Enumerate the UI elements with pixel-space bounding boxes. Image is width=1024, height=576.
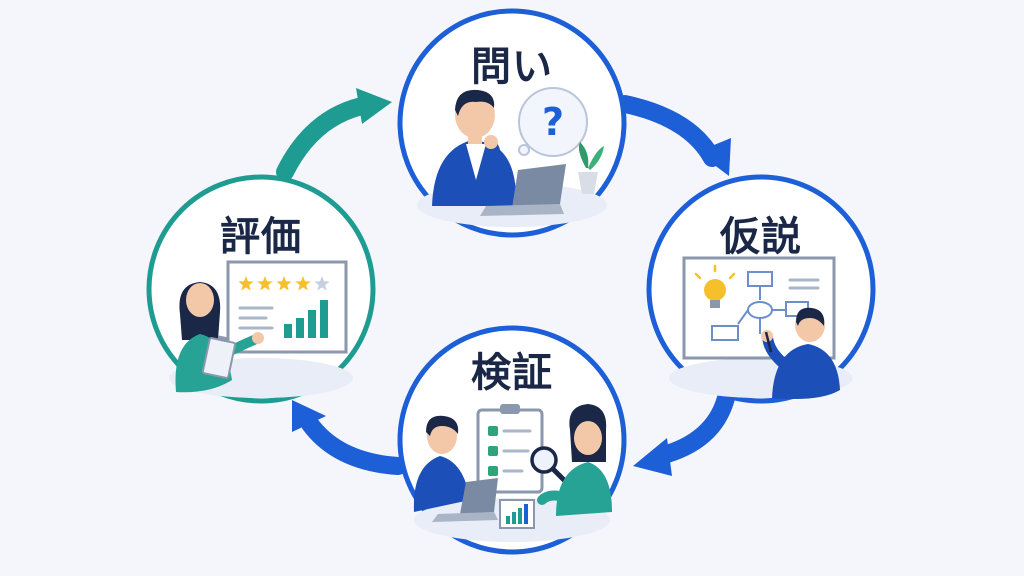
arrow-kasetsu-to-kensho [633,389,735,476]
man-with-laptop-figure [413,415,498,522]
star-rating-icon [238,276,330,291]
magnifier-icon [530,446,567,483]
star-filled-icon [238,276,254,291]
bar-chart-icon [499,499,535,529]
arrow-kensho-to-hyoka [292,400,407,475]
woman-figure [537,404,612,516]
bar-chart-icon [284,300,328,338]
presenting-man-figure [761,307,840,399]
stage-kasetsu-circle [646,174,876,404]
stage-label-kensho: 検証 [471,350,553,396]
arrow-hyoka-to-toi [276,88,392,181]
stage-label-kasetsu: 仮説 [720,214,802,260]
clipboard-icon [201,335,237,379]
thinking-man-figure [432,89,517,206]
checklist-icon [476,404,544,494]
stage-toi-circle: ? [397,8,627,238]
star-filled-icon [257,276,273,291]
arrow-toi-to-kasetsu [616,95,731,176]
lightbulb-icon [694,264,736,308]
star-empty-icon [314,276,330,291]
woman-with-clipboard-figure [175,282,264,393]
laptop-icon [480,164,566,216]
laptop-icon [432,478,498,522]
star-filled-icon [295,276,311,291]
stage-hyoka-circle [146,174,376,404]
star-filled-icon [276,276,292,291]
stage-kensho-circle [397,325,627,555]
stage-label-hyoka: 評価 [220,214,302,260]
question-mark-icon: ? [518,87,588,157]
svg-text:?: ? [542,100,564,144]
stage-label-toi: 問い [471,44,553,90]
plant-icon [578,142,604,194]
